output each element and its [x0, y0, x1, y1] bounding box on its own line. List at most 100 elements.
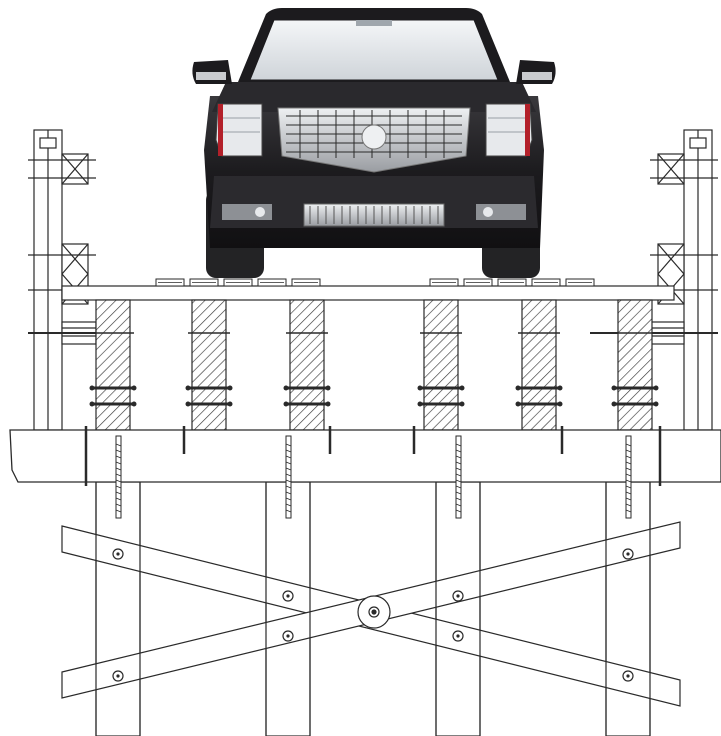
clamp-nut — [557, 385, 563, 391]
bolt-center — [116, 674, 120, 678]
thread — [625, 455, 632, 459]
thread — [625, 497, 632, 501]
thread — [115, 443, 122, 447]
clamp-nut — [131, 401, 137, 407]
hatched-post-6 — [611, 299, 659, 431]
thread — [455, 449, 462, 453]
thread — [285, 491, 292, 495]
bolt-center — [286, 594, 290, 598]
hatched-posts — [89, 299, 659, 431]
thread — [285, 473, 292, 477]
support-column-1 — [95, 481, 141, 736]
clamp-nut — [515, 401, 521, 407]
bracing-bolts — [112, 548, 634, 682]
thread — [285, 455, 292, 459]
clamp-nut — [185, 401, 191, 407]
clamp-nut — [611, 385, 617, 391]
clamp-nut — [653, 401, 659, 407]
thread — [625, 473, 632, 477]
thread — [455, 509, 462, 513]
thread — [115, 497, 122, 501]
thread — [455, 479, 462, 483]
thread — [625, 443, 632, 447]
ramp-slats — [155, 278, 595, 287]
clamp-nut — [89, 385, 95, 391]
clamp-nut — [557, 401, 563, 407]
thread — [625, 461, 632, 465]
clamp-nut — [283, 401, 289, 407]
thread — [285, 449, 292, 453]
bolt-center — [456, 594, 460, 598]
hatched-post-3 — [283, 299, 331, 431]
clamp-nut — [417, 401, 423, 407]
thread — [115, 461, 122, 465]
post-body — [289, 299, 325, 431]
threaded-rod — [455, 435, 462, 519]
cross-bracing — [61, 482, 681, 736]
support-column-4 — [605, 481, 651, 736]
clamp-nut — [325, 385, 331, 391]
thread — [115, 467, 122, 471]
hatched-post-1 — [89, 299, 137, 431]
thread — [115, 449, 122, 453]
bolt-center — [626, 552, 630, 556]
clamp-nut — [227, 385, 233, 391]
thread — [285, 467, 292, 471]
clamp-nut — [325, 401, 331, 407]
clamp-nut — [459, 401, 465, 407]
thread — [625, 485, 632, 489]
clamp-nut — [131, 385, 137, 391]
thread — [455, 443, 462, 447]
thread — [285, 485, 292, 489]
thread — [625, 467, 632, 471]
thread — [115, 479, 122, 483]
clamp-nut — [417, 385, 423, 391]
thread — [455, 503, 462, 507]
clamp-nut — [653, 385, 659, 391]
thread — [625, 491, 632, 495]
thread — [285, 479, 292, 483]
post-body — [191, 299, 227, 431]
thread — [625, 479, 632, 483]
thread — [455, 491, 462, 495]
thread — [115, 503, 122, 507]
thread — [115, 473, 122, 477]
thread — [455, 497, 462, 501]
clamp-nut — [515, 385, 521, 391]
thread — [285, 461, 292, 465]
thread — [115, 455, 122, 459]
thread — [625, 449, 632, 453]
threaded-rod — [625, 435, 632, 519]
bridge-beam — [9, 429, 721, 483]
bolt-center — [456, 634, 460, 638]
thread — [455, 473, 462, 477]
hatched-post-2 — [185, 299, 233, 431]
support-column-3 — [435, 481, 481, 736]
thread — [285, 509, 292, 513]
threaded-rod — [285, 435, 292, 519]
threaded-rod — [115, 435, 122, 519]
thread — [625, 503, 632, 507]
clamp-nut — [185, 385, 191, 391]
beam-hangers — [84, 426, 662, 519]
clamp-nut — [227, 401, 233, 407]
thread — [455, 485, 462, 489]
thread — [625, 509, 632, 513]
thread — [285, 443, 292, 447]
clamp-nut — [283, 385, 289, 391]
thread — [285, 497, 292, 501]
post-body — [423, 299, 459, 431]
thread — [455, 455, 462, 459]
clamp-nut — [459, 385, 465, 391]
post-body — [617, 299, 653, 431]
hatched-post-5 — [515, 299, 563, 431]
clamp-nut — [611, 401, 617, 407]
hatched-post-4 — [417, 299, 465, 431]
post-body — [521, 299, 557, 431]
bolt-center — [626, 674, 630, 678]
clamp-nut — [89, 401, 95, 407]
thread — [455, 461, 462, 465]
bolt-center — [286, 634, 290, 638]
platform-deck — [61, 278, 675, 301]
